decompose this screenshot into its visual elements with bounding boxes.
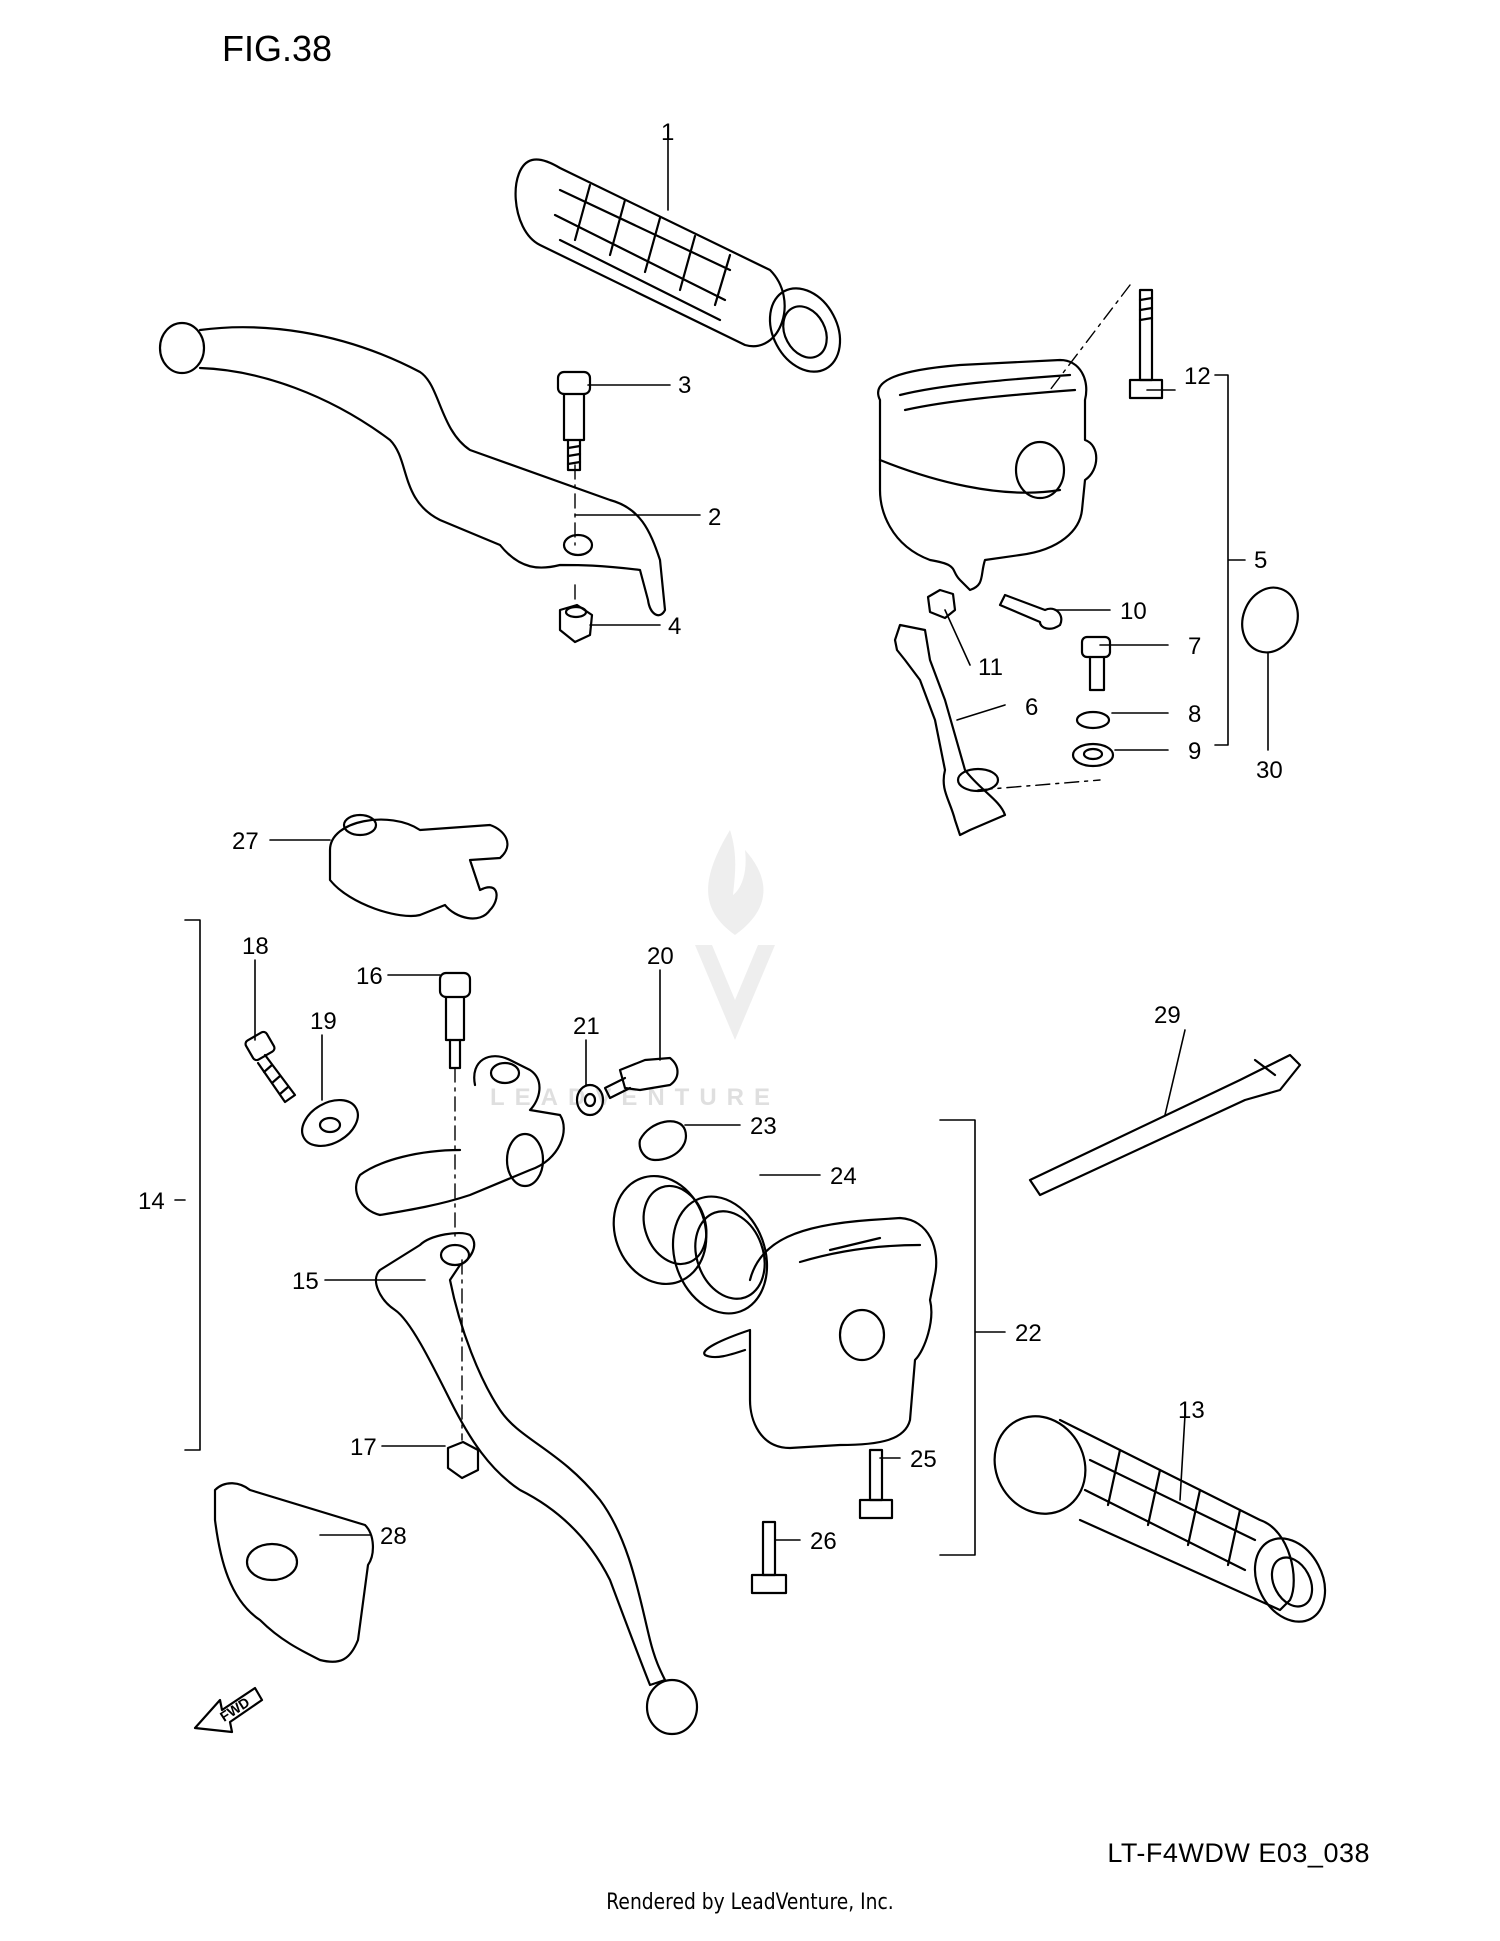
o-ring-30-part: [1241, 586, 1299, 654]
callout-18: 18: [242, 933, 269, 960]
callout-2: 2: [708, 504, 721, 531]
cable-guide-23-part: [612, 1120, 708, 1286]
screw-26-part: [750, 1520, 788, 1595]
bolt-16-part: [438, 971, 472, 1070]
callout-10: 10: [1120, 598, 1147, 625]
adjuster-18-part: [244, 1030, 297, 1104]
callout-12: 12: [1184, 363, 1211, 390]
callout-22: 22: [1015, 1320, 1042, 1347]
grip-right-part: [993, 1415, 1327, 1623]
callout-5: 5: [1254, 547, 1267, 574]
fwd-arrow-icon: [193, 1686, 264, 1734]
switch-housing-top-part: [877, 358, 1098, 592]
callout-14: 14: [138, 1188, 165, 1215]
bolt-12-part: [1128, 288, 1164, 400]
ring-24-part: [671, 1195, 769, 1315]
figure-code: LT-F4WDW E03_038: [1107, 1838, 1370, 1868]
lever-bottom-part: [374, 1231, 699, 1736]
callout-23: 23: [750, 1113, 777, 1140]
callout-15: 15: [292, 1268, 319, 1295]
callout-29: 29: [1154, 1002, 1181, 1029]
callout-17: 17: [350, 1434, 377, 1461]
callout-6: 6: [1025, 694, 1038, 721]
callout-24: 24: [830, 1163, 857, 1190]
callout-25: 25: [910, 1446, 937, 1473]
callout-7: 7: [1188, 633, 1201, 660]
pivot-bolt-part: [556, 370, 592, 472]
boot-28-part: [213, 1482, 374, 1663]
callout-1: 1: [661, 119, 674, 146]
callout-20: 20: [647, 943, 674, 970]
washer-9-part: [1071, 742, 1115, 768]
lever-perch-part: [354, 1055, 565, 1217]
nut-4-part: [558, 603, 594, 644]
alignment-lines: [454, 284, 1131, 1441]
callout-19: 19: [310, 1008, 337, 1035]
callout-9: 9: [1188, 738, 1201, 765]
screw-25-part: [858, 1448, 894, 1520]
nut-17-part: [446, 1440, 480, 1480]
nut-11-part: [926, 588, 957, 620]
cover-27-part: [328, 813, 509, 920]
callout-11: 11: [978, 654, 1003, 681]
bolt-20-part: [603, 1056, 679, 1100]
callout-labels: 1 2 3 4 5 6 7 8 9 10 11 12 13 14 15 16 1…: [138, 119, 1283, 1725]
nut-19-part: [301, 1098, 359, 1148]
bracket-part: [893, 623, 1007, 837]
callout-4: 4: [668, 613, 681, 640]
screw-10-part: [998, 593, 1063, 630]
callout-27: 27: [232, 828, 259, 855]
leader-lines: [174, 129, 1269, 1556]
grip-left-part: [514, 158, 842, 373]
callout-8: 8: [1188, 701, 1201, 728]
switch-housing-bottom-part: [703, 1216, 938, 1450]
bolt-7-part: [1080, 635, 1112, 692]
callout-30: 30: [1256, 757, 1283, 784]
watermark: LEADVENTURE: [490, 830, 775, 1111]
washer-21-part: [575, 1083, 605, 1117]
callout-26: 26: [810, 1528, 837, 1555]
lever-top-part: [158, 321, 667, 617]
callout-3: 3: [678, 372, 691, 399]
washer-8-part: [1075, 710, 1111, 730]
callout-28: 28: [380, 1523, 407, 1550]
strap-29-part: [1028, 1053, 1302, 1197]
footer-credit: Rendered by LeadVenture, Inc.: [606, 1890, 894, 1915]
callout-16: 16: [356, 963, 383, 990]
figure-title: FIG.38: [222, 28, 333, 69]
callout-21: 21: [573, 1013, 600, 1040]
callout-13: 13: [1178, 1397, 1205, 1424]
